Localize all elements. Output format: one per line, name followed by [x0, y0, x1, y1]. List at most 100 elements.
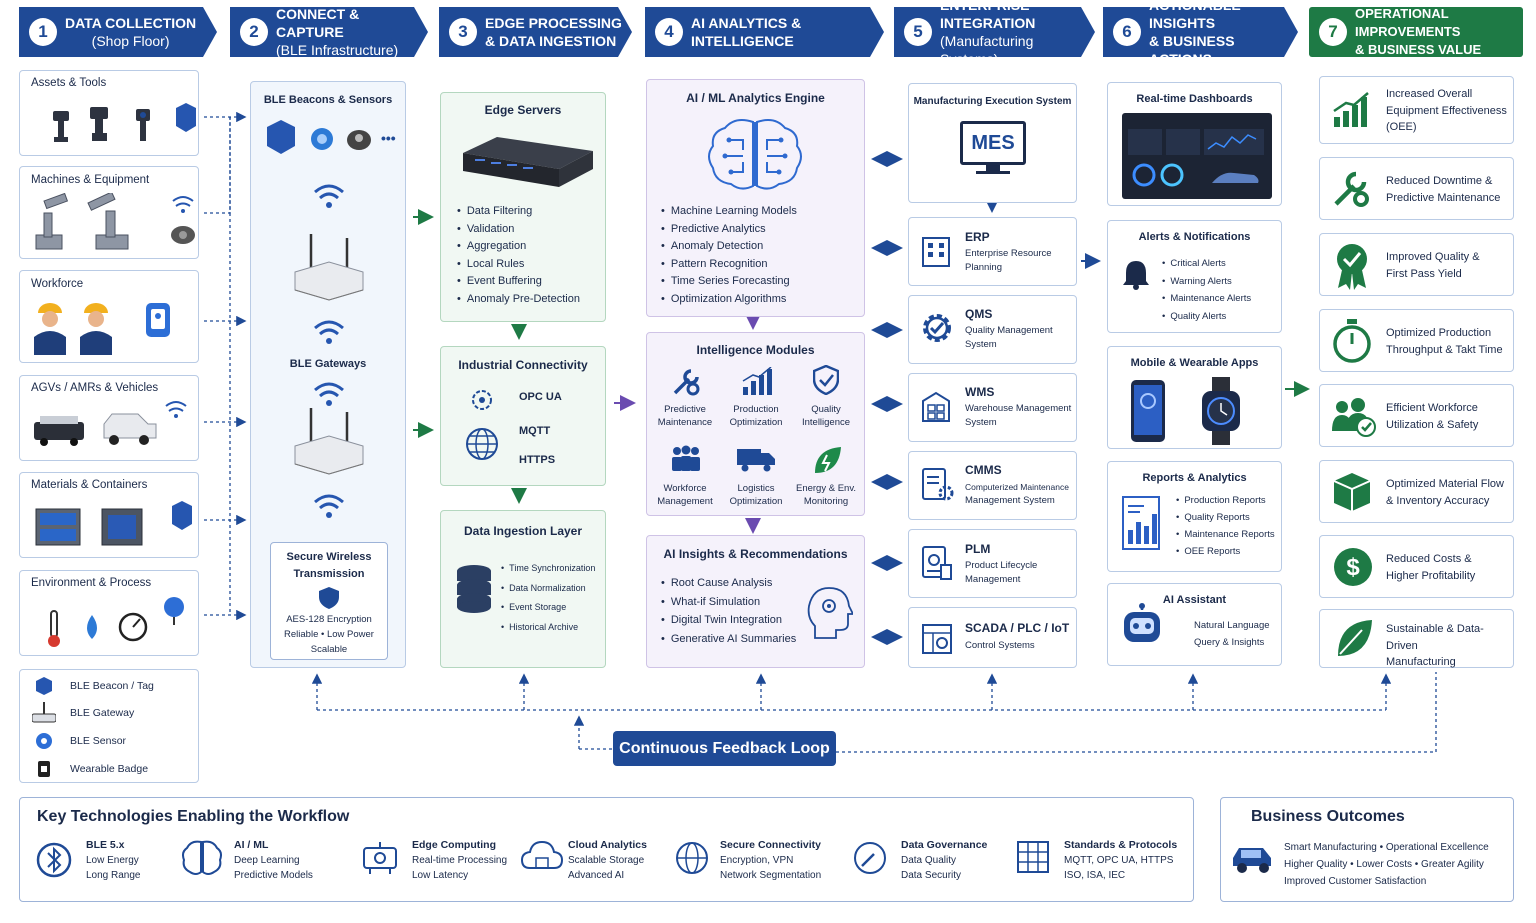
mobile-apps-card[interactable]: Mobile & Wearable Apps: [1107, 346, 1282, 449]
outcome-costs: $ Reduced Costs &Higher Profitability: [1319, 535, 1514, 598]
stopwatch-icon: [1333, 319, 1371, 363]
alerts-list: Critical AlertsWarning AlertsMaintenance…: [1162, 255, 1251, 325]
wrench-gear-icon: [1334, 171, 1369, 207]
mes-card[interactable]: Manufacturing Execution System MES: [908, 83, 1077, 203]
vehicles-card: AGVs / AMRs & Vehicles: [19, 375, 199, 461]
brain-icon: [182, 840, 222, 875]
key-technologies-panel: Key Technologies Enabling the Workflow B…: [19, 797, 1194, 902]
growth-chart-icon: [1333, 92, 1369, 127]
bluetooth-icon: [36, 842, 72, 878]
shield-icon: [319, 587, 339, 609]
report-chart-icon: [1122, 496, 1160, 550]
database-icon: [457, 565, 491, 613]
outcome-quality: Improved Quality &First Pass Yield: [1319, 233, 1514, 296]
scada-card[interactable]: SCADA / PLC / IoT Control Systems: [908, 607, 1077, 668]
erp-card[interactable]: ERP Enterprise Resource Planning: [908, 217, 1077, 286]
ai-insights-card: AI Insights & Recommendations Root Cause…: [646, 535, 865, 668]
maintenance-clipboard-icon: [922, 468, 954, 501]
workers-icon: [34, 303, 170, 355]
ble-gateway-device-icon: [294, 234, 364, 301]
quality-shield-icon: [813, 365, 839, 395]
svg-text:$: $: [1346, 554, 1360, 581]
bell-icon: [1123, 261, 1149, 290]
qms-card[interactable]: QMS Quality Management System: [908, 295, 1077, 364]
ble-infrastructure-panel: BLE Beacons & Sensors ••• BLE Gateways S…: [250, 81, 406, 668]
containers-icon: [35, 501, 192, 546]
agv-vehicle-icon: [34, 401, 187, 446]
reports-list: Production ReportsQuality ReportsMainten…: [1176, 492, 1274, 560]
alerts-card[interactable]: Alerts & Notifications Critical AlertsWa…: [1107, 220, 1282, 333]
business-outcomes-panel: Business Outcomes Smart Manufacturing • …: [1220, 797, 1514, 902]
beacon-tag-icon: [36, 677, 52, 695]
module-energy-monitoring: Energy & Env.Monitoring: [795, 483, 857, 507]
car-icon: [1233, 848, 1271, 873]
reports-card[interactable]: Reports & Analytics Production ReportsQu…: [1107, 461, 1282, 572]
badge-icon: [38, 761, 50, 777]
dollar-coin-icon: $: [1334, 548, 1372, 586]
dashboard-screen-icon: [1122, 113, 1272, 199]
plm-card[interactable]: PLM Product Lifecycle Management: [908, 529, 1077, 598]
dashboards-card[interactable]: Real-time Dashboards: [1107, 82, 1282, 206]
mes-monitor-icon: MES: [960, 121, 1026, 165]
robot-arm-icon: [35, 193, 195, 250]
ai-insights-list: Root Cause AnalysisWhat-if SimulationDig…: [661, 574, 796, 648]
cmms-card[interactable]: CMMS Computerized Maintenance Management…: [908, 451, 1077, 520]
edge-servers-card: Edge Servers Data FilteringValidationAgg…: [440, 92, 606, 322]
power-tools-icon: [53, 103, 196, 142]
ble-gateway-device-icon: [294, 408, 364, 475]
globe-icon: [466, 428, 498, 460]
workforce-group-icon: [672, 445, 700, 471]
governance-compass-icon: [854, 842, 886, 874]
sensors-gauges-icon: [48, 597, 184, 647]
ble-devices-icon: [267, 120, 371, 154]
outcome-downtime: Reduced Downtime &Predictive Maintenance: [1319, 157, 1514, 220]
team-check-icon: [1332, 398, 1376, 437]
wifi-signal-icon: [314, 494, 344, 518]
standards-grid-icon: [1017, 841, 1049, 873]
warehouse-icon: [922, 391, 950, 422]
environment-card: Environment & Process: [19, 570, 199, 656]
machines-equipment-card: Machines & Equipment: [19, 166, 199, 259]
leaf-icon: [1338, 620, 1372, 656]
server-rack-icon: [463, 137, 593, 187]
wrench-gear-icon: [673, 369, 700, 396]
industrial-connectivity-card: Industrial Connectivity OPC UA MQTT HTTP…: [440, 346, 606, 486]
secure-transmission-card: Secure Wireless Transmission AES-128 Enc…: [270, 542, 388, 660]
cloud-icon: [520, 840, 564, 869]
business-outcomes-text: Smart Manufacturing • Operational Excell…: [1284, 842, 1489, 887]
package-box-icon: [1333, 473, 1371, 511]
ai-assistant-card[interactable]: AI Assistant Natural Language Query & In…: [1107, 583, 1282, 666]
gear-check-icon: [923, 314, 951, 342]
brain-circuit-icon: [708, 119, 802, 190]
outcome-material-flow: Optimized Material Flow& Inventory Accur…: [1319, 460, 1514, 523]
secure-globe-icon: [676, 842, 708, 874]
wms-card[interactable]: WMS Warehouse Management System: [908, 373, 1077, 442]
edge-features: Data FilteringValidationAggregationLocal…: [457, 203, 580, 308]
workforce-card: Workforce: [19, 270, 199, 363]
smartphone-icon: [1131, 380, 1165, 442]
wifi-signal-icon: [314, 382, 344, 406]
continuous-feedback-loop-badge: Continuous Feedback Loop: [613, 731, 836, 766]
truck-icon: [737, 449, 775, 472]
